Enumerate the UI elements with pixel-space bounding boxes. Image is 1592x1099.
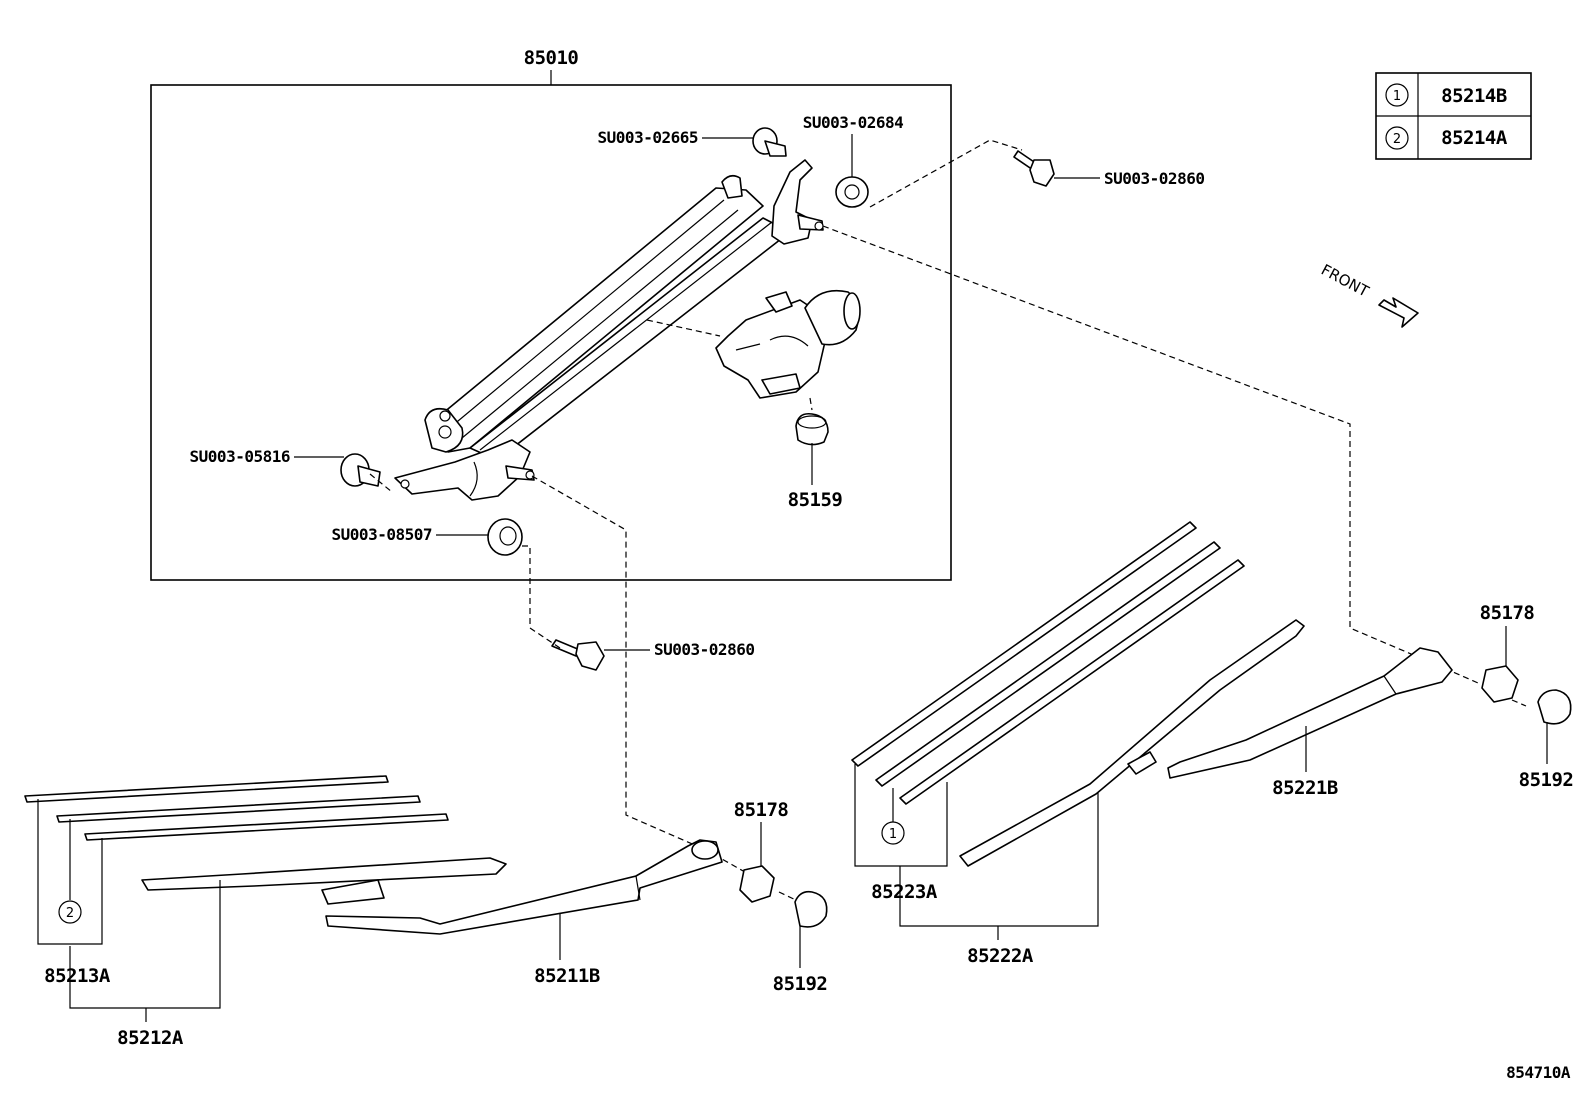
label-su003-02860-mid[interactable]: SU003-02860 <box>654 640 755 659</box>
label-85213a[interactable]: 85213A <box>44 965 111 987</box>
label-85221b[interactable]: 85221B <box>1272 777 1338 799</box>
grommet-85159 <box>795 412 829 446</box>
dashed-connectors <box>369 139 1527 903</box>
label-85192-left[interactable]: 85192 <box>773 973 828 995</box>
left-blade-85212a <box>141 857 507 905</box>
left-refills <box>24 775 449 841</box>
svg-text:2: 2 <box>1393 132 1401 147</box>
legend-table: 1 85214B 2 85214A <box>1375 72 1532 160</box>
wiper-motor <box>715 289 861 399</box>
right-refills <box>851 521 1245 805</box>
nut-85178-left <box>739 865 775 903</box>
wiper-linkage <box>394 159 824 501</box>
svg-text:1: 1 <box>889 827 897 842</box>
label-85212a[interactable]: 85212A <box>117 1027 184 1049</box>
label-85178-left[interactable]: 85178 <box>734 799 789 821</box>
leader-lines <box>69 134 1548 1022</box>
cap-85192-right <box>1537 689 1572 725</box>
bushing-su003-08507 <box>487 518 523 556</box>
label-85223a[interactable]: 85223A <box>871 881 938 903</box>
legend-part-85214a[interactable]: 85214A <box>1441 127 1508 149</box>
nut-85178-right <box>1481 665 1519 703</box>
label-85159[interactable]: 85159 <box>788 489 843 511</box>
legend-circle-1 <box>1385 83 1409 107</box>
cap-85192-left <box>794 890 828 928</box>
circle-2-left <box>58 900 82 924</box>
right-wiper-arm-85221b <box>1167 647 1453 779</box>
label-85178-right[interactable]: 85178 <box>1480 602 1535 624</box>
front-label: FRONT <box>1318 261 1372 301</box>
diagram-code: 854710A <box>1506 1063 1571 1082</box>
legend-part-85214b[interactable]: 85214B <box>1441 85 1507 107</box>
bushing-su003-02684 <box>835 176 869 208</box>
bolt-su003-02860-top <box>1013 150 1055 187</box>
right-blade-85222a <box>959 619 1305 867</box>
label-su003-05816[interactable]: SU003-05816 <box>190 447 291 466</box>
label-85222a[interactable]: 85222A <box>967 945 1034 967</box>
label-85211b[interactable]: 85211B <box>534 965 600 987</box>
label-85192-right[interactable]: 85192 <box>1519 769 1574 791</box>
washer-su003-02665 <box>752 127 787 157</box>
svg-text:1: 1 <box>1393 89 1401 104</box>
front-arrow: FRONT <box>1318 261 1419 328</box>
legend-circle-2 <box>1385 126 1409 150</box>
label-su003-02665[interactable]: SU003-02665 <box>598 128 699 147</box>
label-su003-02684[interactable]: SU003-02684 <box>803 113 904 132</box>
circle-1-right <box>881 821 905 845</box>
bolt-su003-02860-mid <box>551 639 605 671</box>
svg-text:2: 2 <box>66 906 74 921</box>
label-su003-08507[interactable]: SU003-08507 <box>332 525 433 544</box>
label-su003-02860-top[interactable]: SU003-02860 <box>1104 169 1205 188</box>
washer-su003-05816 <box>340 453 381 487</box>
left-wiper-arm-85211b <box>325 839 723 935</box>
assembly-label[interactable]: 85010 <box>524 47 579 69</box>
